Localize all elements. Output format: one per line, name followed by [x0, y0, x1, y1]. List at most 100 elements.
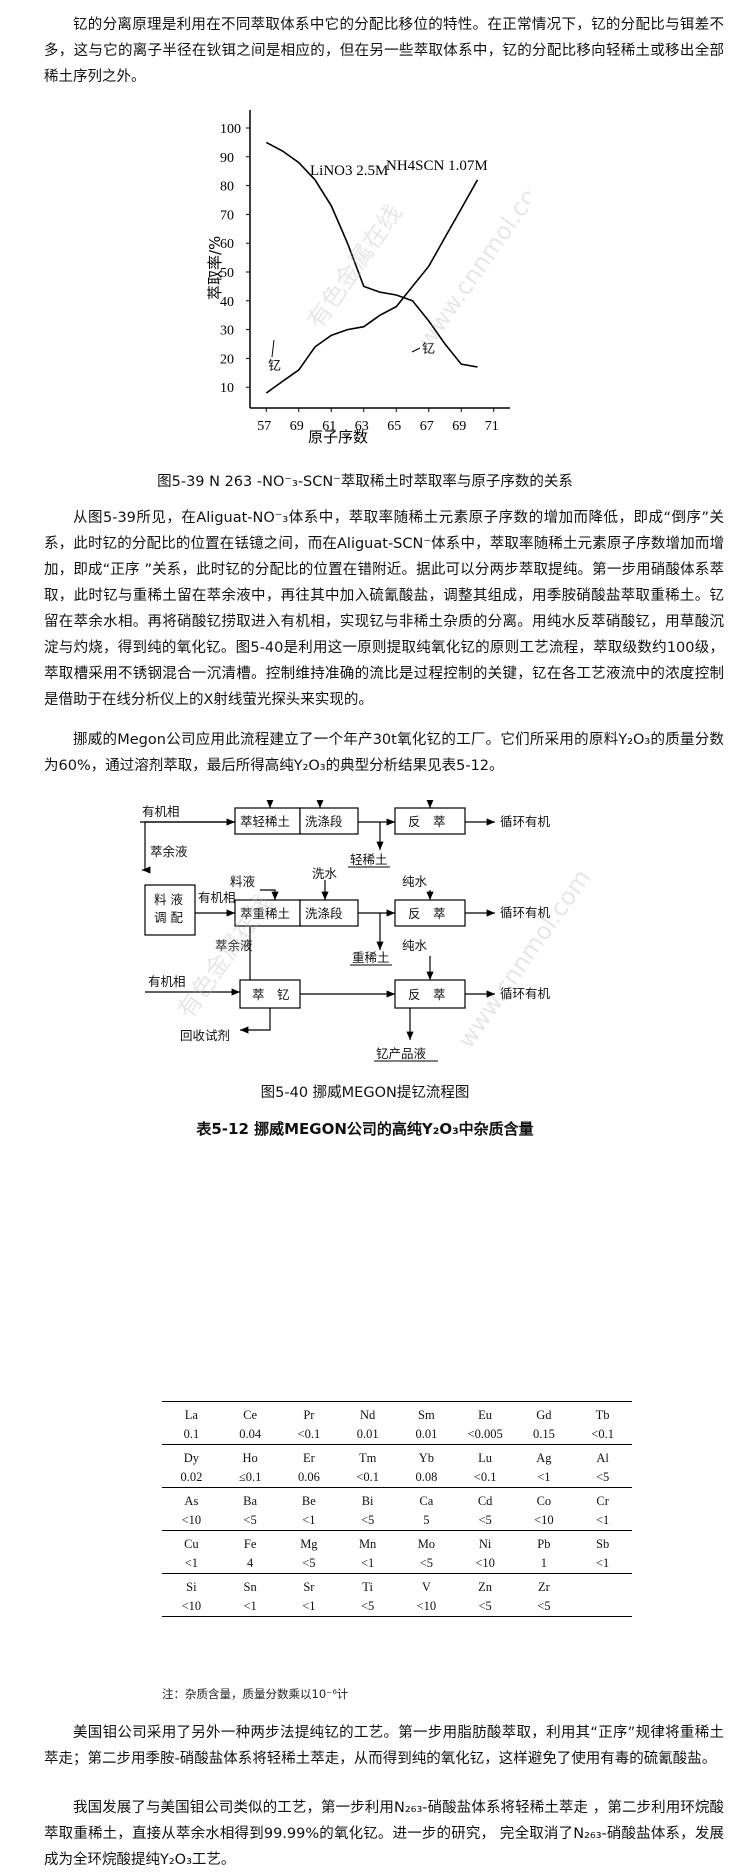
table-cell-element: Si	[162, 1573, 221, 1597]
label-extract-yttrium: 萃 钇	[252, 987, 290, 1002]
table-cell-element: Mn	[338, 1530, 397, 1554]
y-tick-label: 30	[220, 324, 234, 339]
table-cell-value: <1	[220, 1597, 280, 1617]
table-cell-value: 0.08	[415, 1470, 438, 1484]
table-cell-element: Cu	[162, 1530, 221, 1554]
table-cell-element: Tb	[573, 1401, 632, 1425]
y-tick-label: 100	[220, 122, 241, 137]
paragraph-2: 从图5-39所见，在Aliguat-NO⁻₃体系中，萃取率随稀土元素原子序数的增…	[44, 510, 724, 708]
table-cell-element: La	[162, 1401, 221, 1425]
table-cell-element: Co	[514, 1487, 574, 1511]
x-tick-label: 57	[257, 419, 271, 434]
y-tick-label: 10	[220, 381, 234, 396]
box-strip-1	[394, 807, 466, 835]
table-cell-element: Bi	[338, 1487, 397, 1511]
yttrium-marker-b: 钇	[422, 342, 435, 357]
x-tick-label: 69	[290, 419, 304, 434]
table-cell-element: Mg	[279, 1530, 339, 1554]
table-cell-value: 5	[423, 1513, 430, 1527]
table-row-values: <10<1<1<5<10<5<5	[162, 1597, 632, 1617]
table-cell-value: 0.06	[297, 1470, 320, 1484]
table-cell-value: <10	[475, 1556, 495, 1570]
box-wash-1	[299, 807, 359, 835]
table-cell-value: <1	[595, 1513, 610, 1527]
table-cell-element: Mo	[397, 1530, 456, 1554]
label-pure-water-2: 纯水	[402, 874, 428, 889]
table-cell-value: 0.04	[239, 1427, 262, 1441]
table-cell-element: Zn	[455, 1573, 515, 1597]
table-cell-element: Be	[279, 1487, 339, 1511]
figure-5-39-caption: 图5-39 N 263 -NO⁻₃-SCN⁻萃取稀土时萃取率与原子序数的关系	[157, 474, 573, 490]
table-cell-element: Sn	[220, 1573, 280, 1597]
table-cell-value: <5	[595, 1470, 610, 1484]
label-raffinate-1: 萃余液	[150, 844, 188, 859]
table-cell-value: <10	[181, 1513, 202, 1527]
y-tick-label: 40	[220, 295, 234, 310]
label-organic-1: 有机相	[142, 804, 180, 819]
table-cell-value: ≤0.1	[238, 1470, 262, 1484]
label-pure-water-1: 纯水	[422, 800, 448, 801]
label-extract-light: 萃轻稀土	[240, 814, 290, 829]
y-tick-label: 70	[220, 208, 234, 223]
label-wash-2: 洗涤段	[305, 906, 343, 921]
box-extract-light	[234, 807, 301, 835]
label-strip-2: 反 萃	[408, 906, 446, 921]
y-tick-label: 90	[220, 151, 234, 166]
table-cell-element: Pb	[514, 1530, 574, 1554]
table-cell-value: 0.15	[532, 1427, 555, 1441]
y-tick-label: 80	[220, 180, 234, 195]
label-feed-2: 料液	[230, 874, 256, 889]
table-cell-element: Tm	[338, 1444, 397, 1468]
table-cell-element: Ba	[220, 1487, 280, 1511]
table-cell-value: <1	[360, 1556, 375, 1570]
label-light-re: 轻稀土	[350, 852, 388, 867]
table-cell-element: Gd	[514, 1401, 574, 1425]
box-extract-heavy	[234, 899, 301, 927]
table-cell-element: Ho	[220, 1444, 280, 1468]
table-cell-element: Ni	[455, 1530, 515, 1554]
table-cell-value: <5	[514, 1597, 574, 1617]
table-cell-value: <0.1	[591, 1427, 614, 1441]
x-tick-label: 69	[452, 419, 466, 434]
table-cell-value: 0.02	[180, 1470, 203, 1484]
table-cell-element: Nd	[338, 1401, 397, 1425]
label-organic-2: 有机相	[198, 890, 236, 905]
table-cell-element: Sm	[397, 1401, 456, 1425]
table-cell-value: <1	[302, 1513, 316, 1527]
table-cell-value: <5	[338, 1597, 397, 1617]
table-cell-element: Lu	[455, 1444, 515, 1468]
table-cell-value: 0.1	[183, 1427, 200, 1441]
paragraph-3: 挪威的Megon公司应用此流程建立了一个年产30t氧化钇的工厂。它们所采用的原料…	[44, 732, 724, 774]
paragraph-4: 美国钼公司采用了另外一种两步法提纯钇的工艺。第一步用脂肪酸萃取，利用其“正序”规…	[44, 1725, 724, 1767]
table-cell-value: <10	[397, 1597, 456, 1617]
table-cell-element: Dy	[162, 1444, 221, 1468]
paragraph-1: 钇的分离原理是利用在不同萃取体系中它的分配比移位的特性。在正常情况下，钇的分配比…	[44, 17, 724, 85]
x-tick-label: 71	[485, 419, 499, 434]
table-cell-element: Ag	[514, 1444, 574, 1468]
watermark-text: www.cnnmol.com	[452, 864, 596, 1053]
x-tick-label: 65	[387, 419, 401, 434]
x-tick-label: 61	[322, 419, 336, 434]
table-5-12-title: 表5-12 挪威MEGON公司的高纯Y₂O₃中杂质含量	[196, 1120, 534, 1138]
table-cell-element: Pr	[279, 1401, 339, 1425]
label-strip-1: 反 萃	[408, 814, 446, 829]
table-cell-value: <5	[478, 1513, 492, 1527]
table-cell-value: <0.1	[473, 1470, 497, 1484]
table-cell-value: 1	[540, 1556, 547, 1570]
table-cell-element: Ce	[220, 1401, 280, 1425]
label-recovered-reagent: 回收试剂	[180, 1028, 230, 1043]
table-cell-value: <1	[537, 1470, 551, 1484]
label-strip-3: 反 萃	[408, 987, 446, 1002]
table-cell-value: <1	[595, 1556, 610, 1570]
y-tick-label: 60	[220, 237, 234, 252]
table-cell-value: <0.1	[297, 1427, 321, 1441]
table-cell-element: Eu	[455, 1401, 515, 1425]
box-strip-3	[394, 979, 466, 1009]
